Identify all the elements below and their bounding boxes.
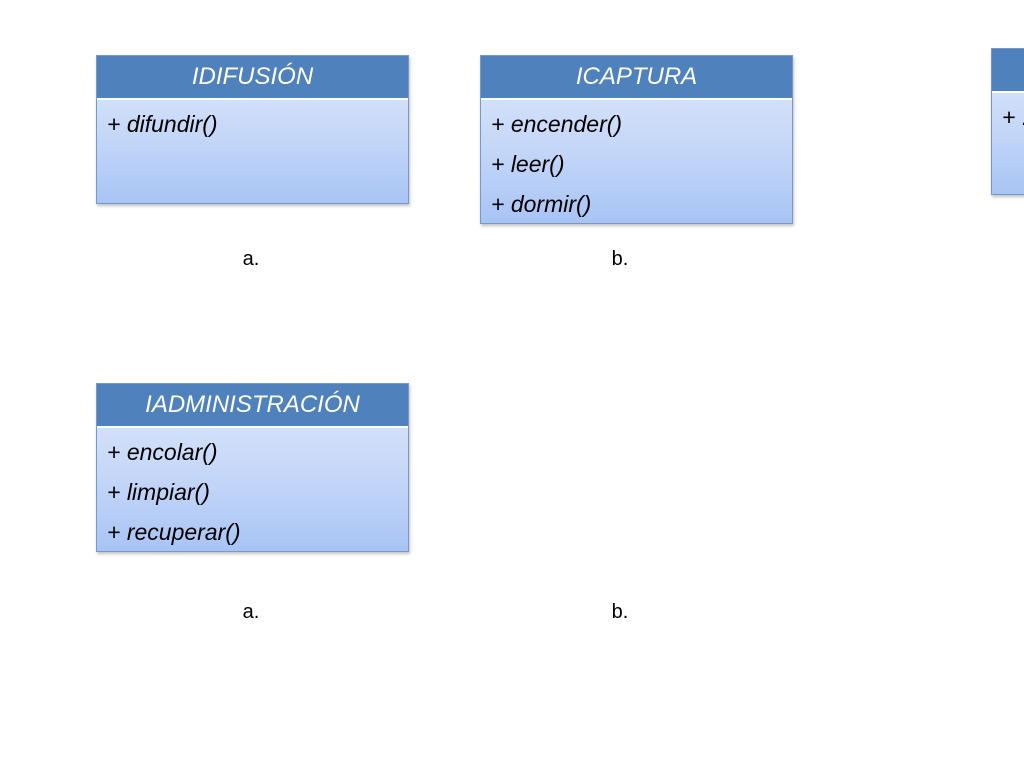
method-encender: + encender() bbox=[491, 111, 623, 137]
method-difundir: + difundir() bbox=[107, 111, 218, 137]
class-name-partial bbox=[992, 49, 1024, 93]
class-box-idifusion: IDIFUSIÓN + difundir() bbox=[96, 55, 409, 204]
caption-top-a: a. bbox=[242, 248, 260, 270]
method-list-icaptura: + encender() + leer() + dormir() bbox=[481, 100, 792, 224]
method-recuperar: + recuperar() bbox=[107, 519, 241, 545]
class-name-iadministracion: IADMINISTRACIÓN bbox=[97, 384, 408, 428]
caption-top-b: b. bbox=[611, 248, 629, 270]
class-name-idifusion: IDIFUSIÓN bbox=[97, 56, 408, 100]
method-list-iadministracion: + encolar() + limpiar() + recuperar() bbox=[97, 428, 408, 552]
caption-bottom-a: a. bbox=[242, 601, 260, 623]
method-dormir: + dormir() bbox=[491, 191, 592, 217]
method-leer: + leer() bbox=[491, 151, 565, 177]
class-box-iadministracion: IADMINISTRACIÓN + encolar() + limpiar() … bbox=[96, 383, 409, 552]
method-limpiar: + limpiar() bbox=[107, 479, 210, 505]
method-list-partial: + . bbox=[992, 93, 1024, 137]
caption-bottom-b: b. bbox=[611, 601, 629, 623]
class-box-partial: + . bbox=[991, 48, 1024, 195]
method-list-idifusion: + difundir() bbox=[97, 100, 408, 144]
method-encolar: + encolar() bbox=[107, 439, 218, 465]
class-name-icaptura: ICAPTURA bbox=[481, 56, 792, 100]
class-box-icaptura: ICAPTURA + encender() + leer() + dormir(… bbox=[480, 55, 793, 224]
method-partial: + . bbox=[1002, 104, 1024, 130]
